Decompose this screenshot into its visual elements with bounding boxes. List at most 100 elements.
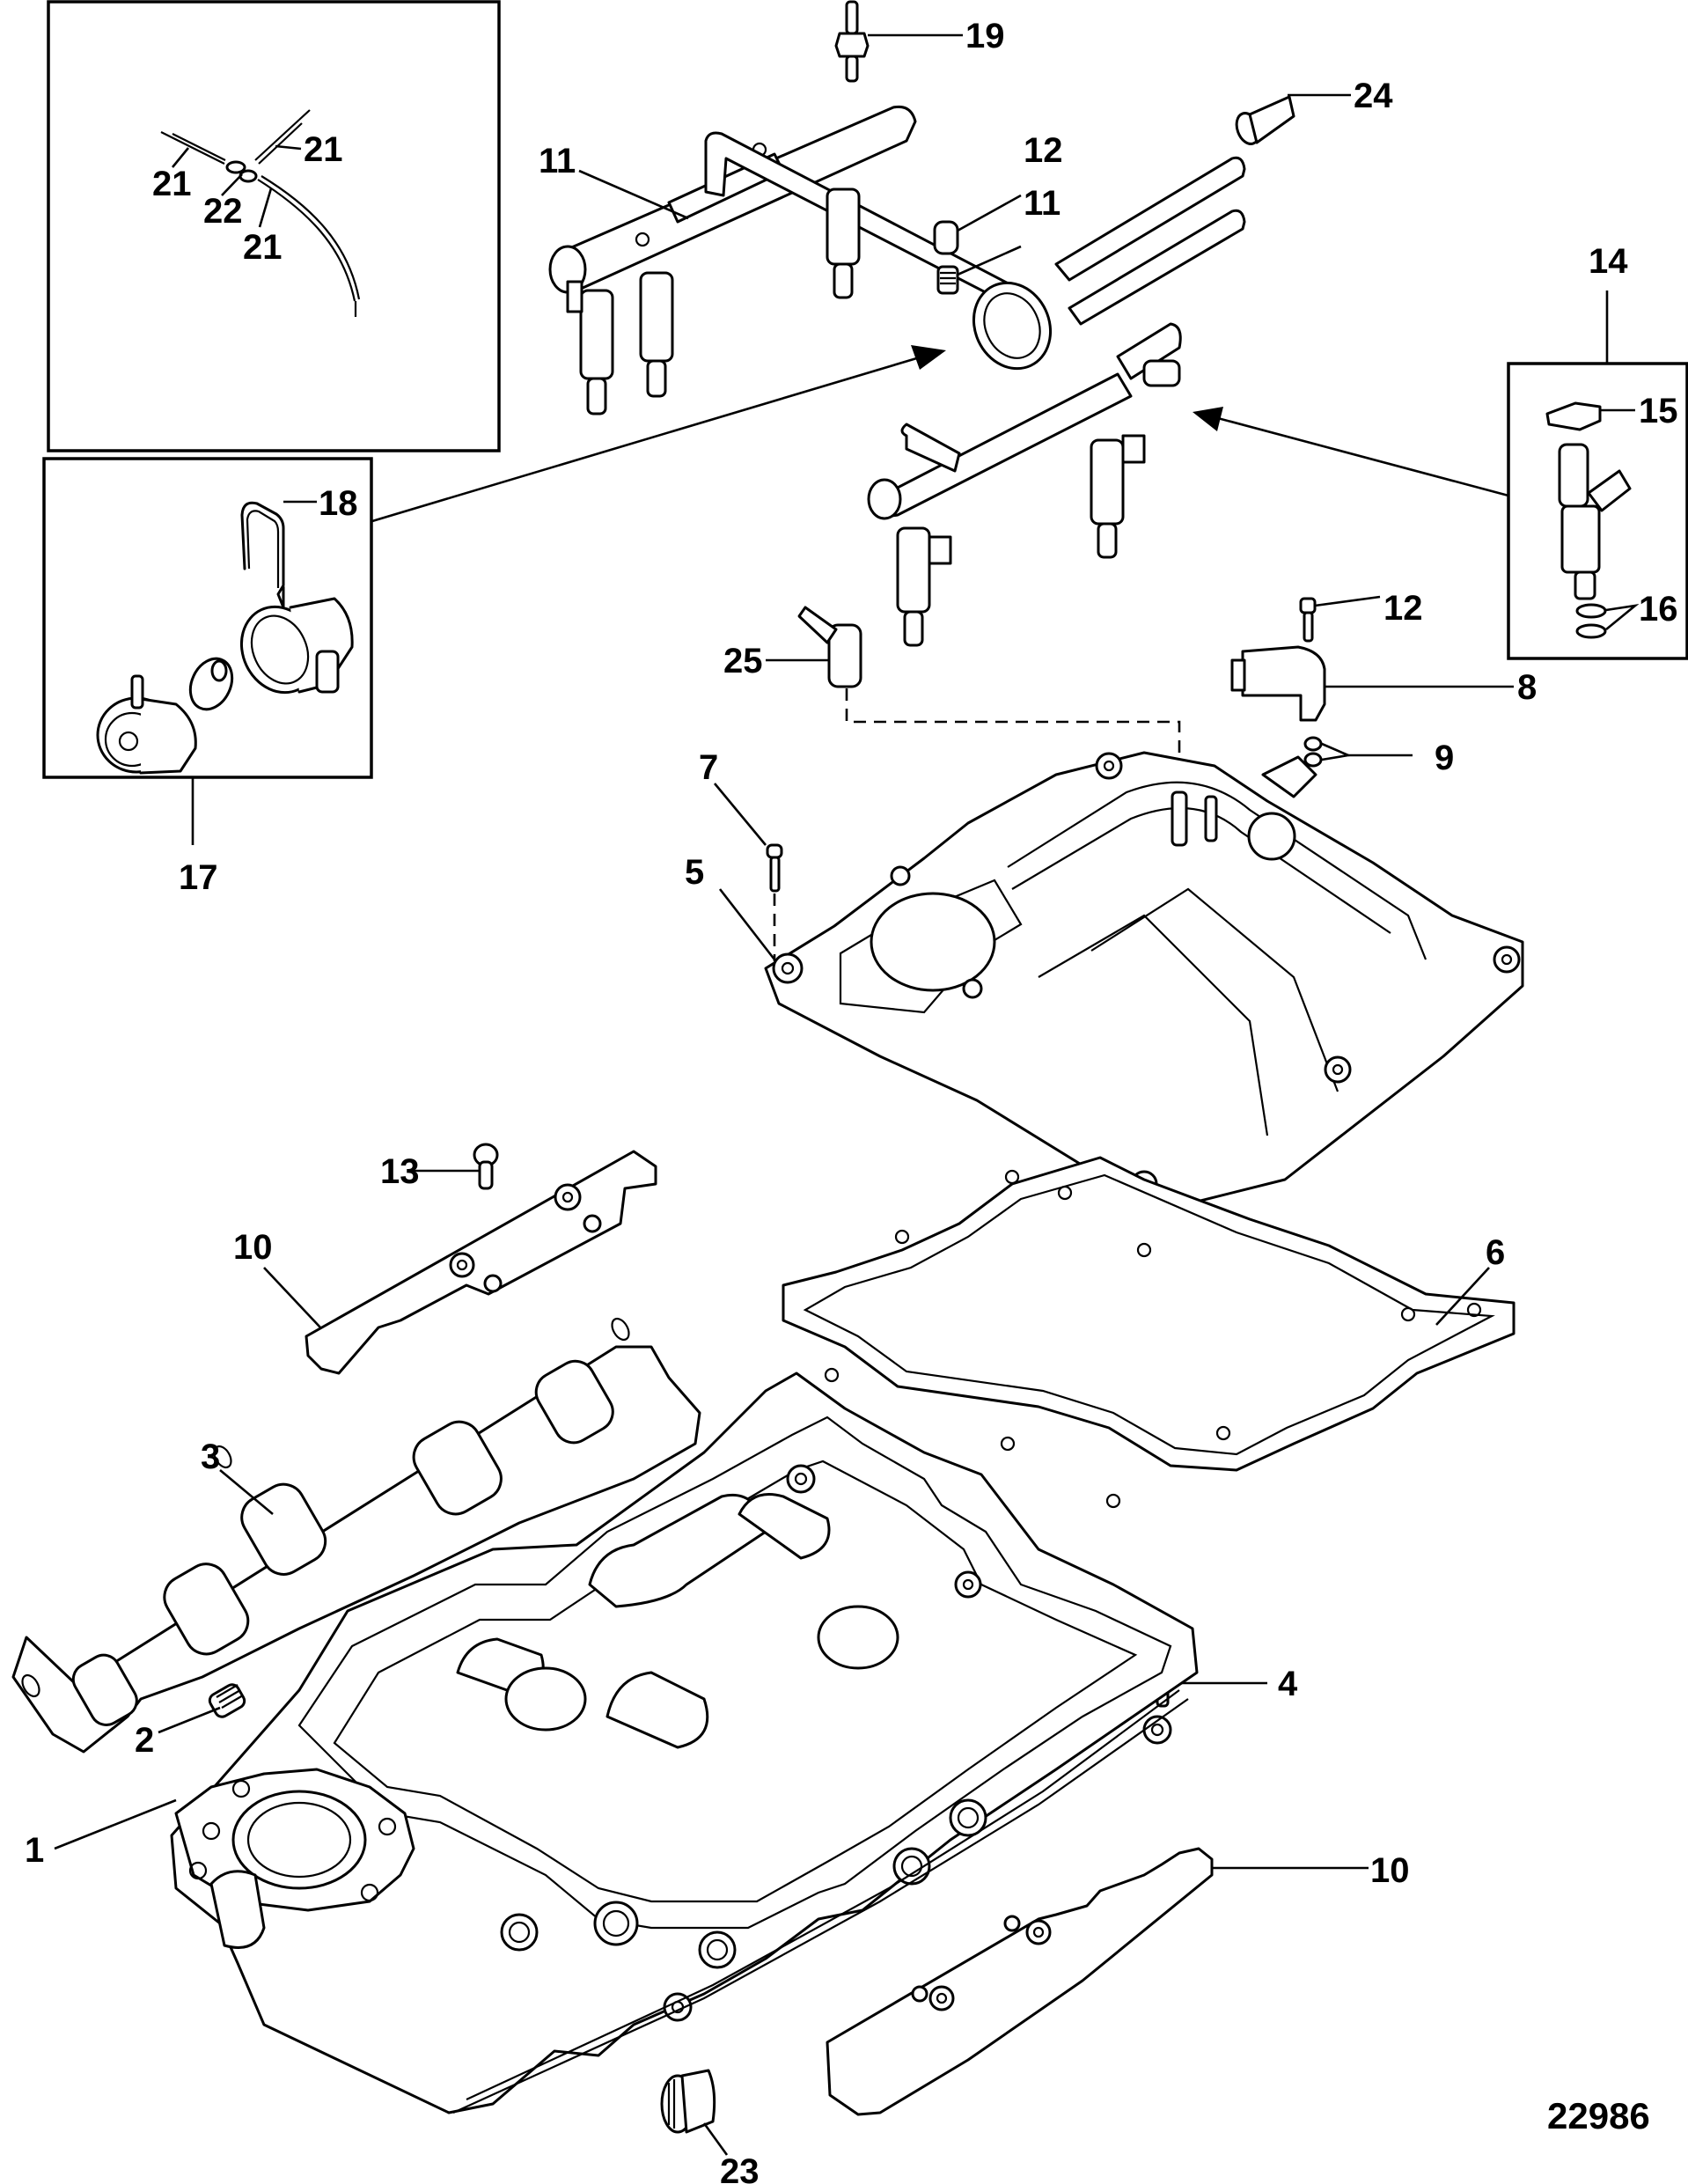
fuel-line-21-upper-right [254, 109, 311, 165]
leader-17 [1605, 604, 1640, 631]
fuel-line-21-left [160, 131, 226, 165]
inset-fuel-lines: 21 21 22 21 [47, 0, 501, 452]
leader-23 [702, 2122, 729, 2156]
valve-cap-14 [933, 220, 959, 255]
leader-10-upper [263, 1267, 321, 1328]
o-rings-9 [1303, 736, 1323, 768]
elbow-fitting-25 [797, 606, 862, 688]
inset-frame-fuel-lines [47, 0, 501, 452]
leader-21b [275, 144, 302, 151]
callout-5: 5 [685, 853, 704, 892]
inset-frame-18 [42, 457, 373, 779]
callout-21b: 21 [304, 130, 343, 169]
callout-10-upper: 10 [233, 1228, 273, 1267]
spacer-bracket-10-lower [826, 1847, 1214, 2116]
runner-port [817, 1605, 899, 1670]
regulator-body [96, 674, 197, 775]
injector [826, 188, 861, 299]
leader-7 [713, 783, 767, 846]
callout-2: 2 [135, 1721, 154, 1760]
leader-22 [221, 173, 243, 196]
plenum-gasket-6 [782, 1156, 1516, 1509]
callout-6: 6 [1486, 1233, 1505, 1272]
leader-14 [957, 194, 1022, 232]
callout-21a: 21 [152, 165, 192, 203]
callout-20: 19 [965, 17, 1005, 55]
leader-21a [171, 147, 190, 168]
leader-5 [718, 888, 776, 960]
map-sensor-8 [1230, 645, 1326, 722]
regulator-housing [239, 597, 354, 695]
callout-25: 25 [723, 642, 763, 680]
figure-number: 22986 [1547, 2095, 1650, 2136]
injector-clip-16 [1545, 401, 1602, 431]
injector [896, 526, 952, 647]
fuel-tube-upper [1054, 156, 1246, 282]
fuel-line-21-curved [257, 175, 361, 317]
callout-9: 9 [1435, 739, 1454, 777]
callout-18: 17 [179, 858, 218, 897]
injector-o-ring-upper [1575, 603, 1607, 619]
leader-11-top [1314, 595, 1381, 607]
leader-18-to-rail [371, 350, 938, 523]
fuel-tube-lower [1068, 209, 1246, 326]
leader-15-to-rail [1200, 412, 1509, 497]
leader-2 [158, 1706, 221, 1734]
callout-12: 11 [539, 142, 576, 180]
arrow-15 [1193, 407, 1223, 431]
callout-11-top: 12 [1383, 589, 1423, 628]
plenum-boss [772, 952, 804, 984]
leader-21c [258, 188, 273, 228]
injector [566, 280, 614, 415]
injector-15 [1558, 443, 1632, 600]
callout-24: 24 [1354, 77, 1393, 115]
regulator-clip-19 [240, 501, 285, 609]
injector [1090, 434, 1146, 559]
callout-16: 15 [1639, 392, 1678, 430]
leader-12 [578, 169, 689, 220]
injector [639, 271, 674, 398]
leader-9-a [1321, 742, 1353, 761]
injector-o-ring-lower [1575, 623, 1607, 639]
callout-14: 12 [1024, 131, 1063, 170]
leader-1 [54, 1798, 177, 1850]
callout-13: 11 [1024, 184, 1061, 223]
callout-19: 18 [319, 484, 358, 523]
connector-22 [225, 160, 258, 183]
pipe-plug-23 [660, 2069, 716, 2134]
fuel-rail-assembly-12: 19 [539, 0, 1246, 647]
leader-3 [219, 1469, 274, 1515]
regulator-o-ring-large [188, 657, 234, 711]
callout-4: 4 [1278, 1665, 1298, 1703]
callout-3: 3 [201, 1438, 220, 1476]
callout-10-lower: 10 [1370, 1851, 1410, 1890]
stud-20 [834, 0, 870, 83]
callout-11-mid: 13 [380, 1152, 420, 1191]
spacer-bracket-10-upper [305, 1150, 657, 1375]
rail-regulator-housing [972, 281, 1053, 371]
callout-7: 7 [699, 748, 718, 787]
callout-17: 16 [1639, 590, 1678, 629]
callout-23: 23 [720, 2152, 760, 2184]
inset-frame-15 [1507, 362, 1688, 660]
callout-8: 8 [1517, 668, 1537, 707]
callout-21c: 21 [243, 228, 283, 267]
inset-injector-kit: 14 15 16 [1193, 242, 1688, 660]
plug-2 [208, 1683, 246, 1718]
regulator-o-ring-small [210, 659, 228, 682]
arrow-18 [911, 345, 946, 370]
leader-6 [1435, 1267, 1490, 1326]
bolt-7 [766, 843, 783, 893]
upper-intake-plenum-5 [764, 751, 1524, 1208]
leader-13 [957, 245, 1022, 276]
dashed-line-25 [845, 688, 1181, 775]
bolt-11-mid [473, 1143, 499, 1190]
inset-pressure-regulator: 18 17 [42, 345, 946, 897]
callout-15: 14 [1589, 242, 1628, 281]
bolt-11-top [1299, 597, 1317, 643]
lower-intake-manifold-1 [170, 1371, 1199, 2114]
callout-1: 1 [25, 1831, 44, 1870]
schrader-valve-13 [936, 265, 959, 295]
plenum-port-cap [1247, 812, 1296, 861]
